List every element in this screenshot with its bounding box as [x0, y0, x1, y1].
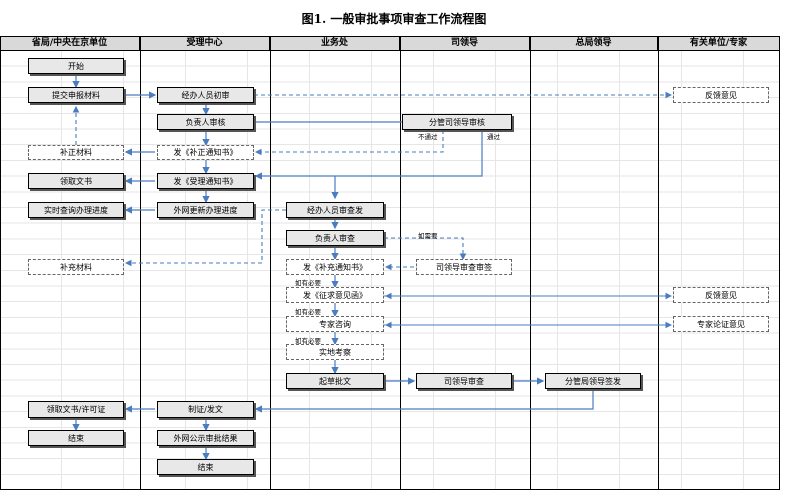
note-pass: 通过: [487, 133, 500, 141]
note-if-necessary-2: 如有必要: [295, 308, 321, 316]
issue-acceptance-notice-node: 发《受理通知书》: [157, 173, 254, 189]
lane-header-experts: 有关单位/专家: [658, 37, 780, 50]
note-not-pass: 不通过: [418, 133, 438, 141]
submit-materials-node: 提交申报材料: [28, 87, 124, 103]
leader-review-sign-node: 司领导审查审签: [416, 259, 512, 275]
division-leader-review-node: 分管司领导审核: [402, 114, 512, 130]
expert-opinion-node: 专家论证意见: [673, 316, 769, 332]
issue-supplement-notice-node: 发《补充通知书》: [286, 259, 384, 275]
handler-initial-review-node: 经办人员初审: [157, 87, 254, 103]
table-bottom-border: [0, 489, 780, 490]
supplement-materials-node-1: 补正材料: [28, 145, 124, 160]
draft-approval-node: 起草批文: [286, 373, 384, 389]
handler-review-node: 经办人员审查发: [286, 202, 384, 218]
lane-divider: [779, 36, 780, 490]
lane-header-division-leader: 司领导: [400, 37, 530, 50]
lane-header-provincial: 省局/中央在京单位: [0, 37, 140, 50]
feedback-node-2: 反馈意见: [673, 287, 769, 303]
note-if-necessary-3: 如有必要: [295, 337, 321, 345]
publish-result-node: 外网公示审批结果: [157, 430, 254, 446]
onsite-inspection-node: 实地考察: [286, 344, 384, 360]
feedback-node-1: 反馈意见: [673, 87, 769, 103]
lane-divider: [658, 36, 659, 490]
note-if-necessary-1: 如有必要: [295, 279, 321, 287]
realtime-progress-query-node: 实时查询办理进度: [28, 202, 124, 218]
make-certificate-node: 制证/发文: [157, 401, 254, 418]
receive-document-node: 领取文书: [28, 173, 124, 189]
lane-divider: [530, 36, 531, 490]
lane-divider: [400, 36, 401, 490]
lane-header-bureau-leader: 总局领导: [530, 37, 658, 50]
issue-correction-notice-node: 发《补正通知书》: [157, 145, 254, 160]
note-if-needed: 如需要: [418, 232, 438, 240]
page-title: 图1. 一般审批事项审查工作流程图: [301, 12, 487, 26]
responsible-check-node: 负责人审查: [286, 230, 384, 246]
receive-license-node: 领取文书/许可证: [28, 401, 124, 418]
end-node-1: 结束: [28, 430, 124, 446]
lane-header-business-dept: 业务处: [270, 37, 400, 50]
lane-divider: [0, 36, 1, 490]
lane-divider: [140, 36, 141, 490]
issue-opinion-letter-node: 发《征求意见函》: [286, 287, 384, 303]
supplement-materials-node-2: 补充材料: [28, 259, 124, 275]
lane-header-acceptance-center: 受理中心: [140, 37, 270, 50]
web-progress-update-node: 外网更新办理进度: [157, 202, 254, 218]
responsible-review-node: 负责人审核: [157, 114, 254, 130]
end-node-2: 结束: [157, 459, 254, 475]
bureau-leader-sign-node: 分管局领导签发: [545, 373, 641, 389]
expert-consultation-node: 专家咨询: [286, 316, 384, 332]
start-node: 开始: [28, 58, 124, 74]
lane-divider: [270, 36, 271, 490]
grid-background: [0, 51, 780, 490]
leader-review-node: 司领导审查: [416, 373, 512, 389]
